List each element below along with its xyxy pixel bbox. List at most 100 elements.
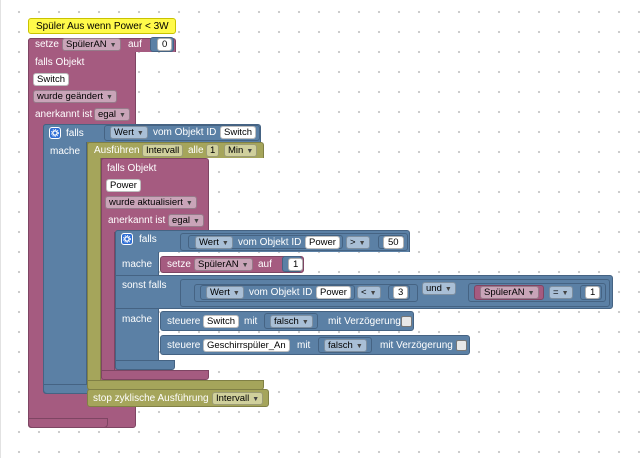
anerkannt-dropdown[interactable]: egal▼ bbox=[94, 108, 130, 121]
dropdown-arrow-icon: ▼ bbox=[252, 396, 260, 403]
anerkannt-value: egal bbox=[98, 109, 116, 120]
stop-label: stop zyklische Ausführung bbox=[93, 393, 209, 404]
if-block-switch[interactable] bbox=[43, 124, 87, 394]
if2-vom-label: vom Objekt ID bbox=[238, 237, 302, 248]
if2-operator-value: > bbox=[350, 237, 356, 248]
if1-vom-label: vom Objekt ID bbox=[153, 127, 217, 138]
ausfuehren-label: Ausführen bbox=[94, 145, 140, 156]
falls-objekt-label: falls Objekt bbox=[35, 57, 85, 68]
setze-label: setze bbox=[35, 39, 59, 50]
setze-2-variable-dropdown[interactable]: SpülerAN▼ bbox=[194, 258, 253, 271]
steuere-1-value: falsch bbox=[274, 316, 299, 327]
if1-property-dropdown[interactable]: Wert▼ bbox=[110, 126, 148, 139]
if1-object-field[interactable]: Switch bbox=[220, 126, 256, 139]
and-operator-dropdown[interactable]: und▼ bbox=[422, 282, 456, 295]
steuere-2-delay-label: mit Verzögerung bbox=[380, 340, 453, 351]
and-operator-value: und bbox=[426, 283, 442, 294]
if1-property-value: Wert bbox=[114, 127, 134, 138]
comment-text: Spüler Aus wenn Power < 3W bbox=[36, 21, 169, 32]
setze-variable-dropdown[interactable]: SpülerAN▼ bbox=[62, 38, 121, 51]
if-block-switch-bottom bbox=[43, 384, 93, 394]
setze-value-field[interactable]: 0 bbox=[157, 38, 173, 51]
sonst-property-dropdown[interactable]: Wert▼ bbox=[206, 286, 244, 299]
alle-label: alle bbox=[188, 145, 204, 156]
outer-trigger-bottom bbox=[28, 418, 108, 428]
dropdown-arrow-icon: ▼ bbox=[185, 200, 193, 207]
dropdown-arrow-icon: ▼ bbox=[444, 286, 452, 293]
steuere-2-value-dropdown[interactable]: falsch▼ bbox=[324, 339, 367, 352]
interval-block[interactable] bbox=[87, 142, 101, 390]
compare-variable-value: SpülerAN bbox=[484, 287, 525, 298]
sonst-value-field[interactable]: 3 bbox=[393, 286, 409, 299]
setze-variable-value: SpülerAN bbox=[66, 39, 107, 50]
setze-auf-label: auf bbox=[128, 39, 142, 50]
setze-2-variable-value: SpülerAN bbox=[198, 259, 239, 270]
anerkannt-label: anerkannt ist bbox=[35, 109, 93, 120]
anerkannt-2-value: egal bbox=[172, 215, 190, 226]
falls-objekt-2-label: falls Objekt bbox=[107, 163, 157, 174]
interval-unit-value: Min bbox=[228, 145, 244, 156]
compare-value-field[interactable]: 1 bbox=[585, 286, 601, 299]
dropdown-arrow-icon: ▼ bbox=[358, 240, 366, 247]
dropdown-arrow-icon: ▼ bbox=[561, 290, 569, 297]
stop-interval-value: Intervall bbox=[216, 393, 250, 404]
inner-trigger-bottom bbox=[101, 370, 209, 380]
dropdown-arrow-icon: ▼ bbox=[192, 218, 200, 225]
interval-value-field[interactable]: 1 bbox=[206, 144, 220, 157]
steuere-1-value-dropdown[interactable]: falsch▼ bbox=[270, 315, 313, 328]
setze-2-label: setze bbox=[167, 259, 191, 270]
comment-block[interactable]: Spüler Aus wenn Power < 3W bbox=[28, 18, 176, 34]
trigger-event-dropdown[interactable]: wurde geändert▼ bbox=[33, 90, 117, 103]
steuere-1-object-field[interactable]: Switch bbox=[203, 315, 239, 328]
gear-icon[interactable] bbox=[49, 127, 61, 139]
dropdown-arrow-icon: ▼ bbox=[369, 290, 377, 297]
sonst-property-value: Wert bbox=[210, 287, 230, 298]
if2-operator-dropdown[interactable]: >▼ bbox=[346, 236, 370, 249]
trigger2-event-dropdown[interactable]: wurde aktualisiert▼ bbox=[105, 196, 197, 209]
dropdown-arrow-icon: ▼ bbox=[136, 130, 144, 137]
trigger-object-id-field[interactable]: Switch bbox=[33, 73, 69, 86]
compare-operator-value: = bbox=[553, 287, 559, 298]
if2-mache-label: mache bbox=[122, 259, 153, 270]
sonst-operator-dropdown[interactable]: <▼ bbox=[357, 286, 381, 299]
gear-icon[interactable] bbox=[121, 233, 133, 245]
if2-value-field[interactable]: 50 bbox=[383, 236, 404, 249]
steuere-2-object-field[interactable]: Geschirrspüler_An bbox=[203, 339, 290, 352]
steuere-1-delay-checkbox[interactable] bbox=[401, 316, 412, 327]
dropdown-arrow-icon: ▼ bbox=[221, 240, 229, 247]
steuere-1-label: steuere bbox=[167, 316, 201, 327]
if1-mache-label: mache bbox=[50, 146, 81, 157]
if2-object-field[interactable]: Power bbox=[305, 236, 340, 249]
if2-falls-label: falls bbox=[139, 234, 157, 245]
steuere-2-delay-checkbox[interactable] bbox=[456, 340, 467, 351]
steuere-1-mit-label: mit bbox=[244, 316, 258, 327]
if2-mache-2-label: mache bbox=[122, 314, 153, 325]
dropdown-arrow-icon: ▼ bbox=[527, 290, 535, 297]
dropdown-arrow-icon: ▼ bbox=[355, 343, 363, 350]
compare-operator-dropdown[interactable]: =▼ bbox=[549, 286, 573, 299]
trigger2-object-id-field[interactable]: Power bbox=[106, 179, 141, 192]
sonst-object-field[interactable]: Power bbox=[316, 286, 351, 299]
setze-2-value-field[interactable]: 1 bbox=[288, 258, 304, 271]
dropdown-arrow-icon: ▼ bbox=[241, 262, 249, 269]
anerkannt-2-label: anerkannt ist bbox=[108, 215, 166, 226]
stop-interval-dropdown[interactable]: Intervall▼ bbox=[212, 392, 264, 405]
anerkannt-2-dropdown[interactable]: egal▼ bbox=[168, 214, 204, 227]
dropdown-arrow-icon: ▼ bbox=[246, 148, 254, 155]
dropdown-arrow-icon: ▼ bbox=[232, 290, 240, 297]
steuere-2-mit-label: mit bbox=[297, 340, 311, 351]
if2-property-dropdown[interactable]: Wert▼ bbox=[195, 236, 233, 249]
if-block-power-bottom bbox=[115, 360, 175, 370]
setze-2-auf-label: auf bbox=[258, 259, 272, 270]
steuere-1-delay-label: mit Verzögerung bbox=[328, 316, 401, 327]
sonst-vom-label: vom Objekt ID bbox=[249, 287, 313, 298]
compare-variable-dropdown[interactable]: SpülerAN▼ bbox=[480, 286, 539, 299]
sonst-falls-label: sonst falls bbox=[122, 280, 167, 291]
dropdown-arrow-icon: ▼ bbox=[109, 42, 117, 49]
dropdown-arrow-icon: ▼ bbox=[106, 94, 113, 101]
interval-name-field[interactable]: Intervall bbox=[142, 144, 184, 157]
trigger-event-value: wurde geändert bbox=[37, 91, 104, 102]
dropdown-arrow-icon: ▼ bbox=[118, 112, 126, 119]
interval-unit-dropdown[interactable]: Min▼ bbox=[224, 144, 258, 157]
